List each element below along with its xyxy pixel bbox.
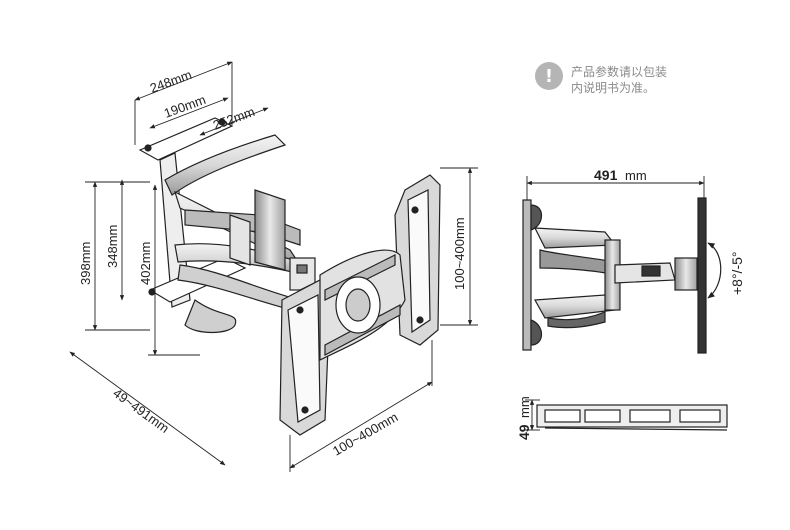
dim-label-vesa-horizontal: 100~400mm — [330, 409, 400, 458]
left-dimension-lines — [69, 61, 478, 472]
top-view-drawing — [536, 404, 728, 431]
dim-label-248mm: 248mm — [148, 67, 194, 96]
notice-line-2: 内说明书为准。 — [571, 81, 656, 95]
vesa-plate — [279, 174, 441, 436]
dim-label-vesa-vertical: 100~400mm — [452, 217, 467, 290]
dim-label-348mm: 348mm — [105, 225, 120, 268]
dim-label-49: 49 — [516, 424, 532, 440]
side-dimension-lines — [526, 176, 705, 200]
dim-label-extension: 49~491mm — [110, 385, 172, 436]
isometric-mount-drawing — [138, 117, 441, 436]
notice-text: 产品参数请以包装 内说明书为准。 — [571, 64, 667, 96]
dim-label-tilt: +8°/-5° — [729, 252, 745, 296]
dim-label-491: 491 — [594, 167, 618, 183]
dim-label-190mm: 190mm — [162, 92, 208, 121]
dim-label-49-unit: mm — [517, 396, 532, 418]
notice-line-1: 产品参数请以包装 — [571, 65, 668, 79]
notice-box: ! 产品参数请以包装 内说明书为准。 — [535, 62, 667, 96]
dim-label-252mm: 252mm — [211, 104, 257, 133]
exclamation-icon: ! — [535, 62, 563, 90]
dim-label-398mm: 398mm — [78, 242, 93, 285]
side-view-drawing — [522, 197, 722, 354]
dim-label-491-unit: mm — [625, 168, 647, 183]
top-dimension-lines — [525, 399, 540, 431]
dim-label-402mm: 402mm — [138, 242, 153, 285]
